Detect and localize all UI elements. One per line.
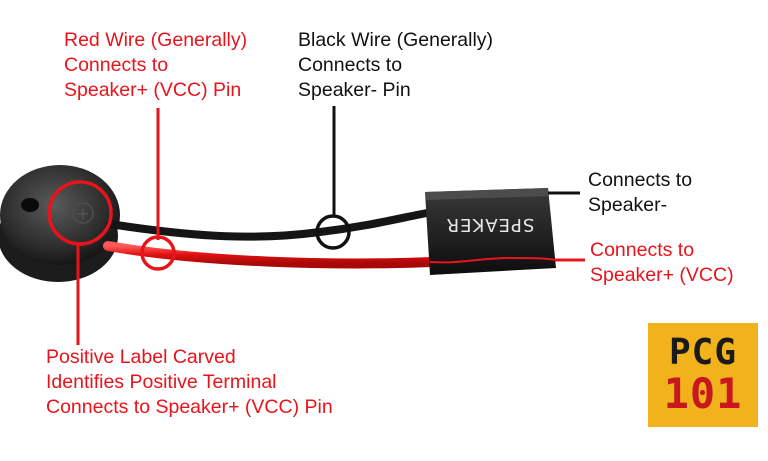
red-end-label: Connects to Speaker+ (VCC) — [590, 238, 734, 288]
pcg101-logo: PCG 101 — [648, 323, 758, 427]
red-wire-highlight — [140, 235, 176, 271]
black-wire-label-line: Connects to — [298, 54, 403, 76]
red-end-label-line: Speaker+ (VCC) — [590, 264, 734, 286]
black-end-label-line: Speaker- — [588, 194, 668, 216]
red-end-label-line: Connects to — [590, 239, 695, 261]
positive-label-caption: Positive Label Carved Identifies Positiv… — [46, 345, 333, 420]
red-wire-label-line: Red Wire (Generally) — [64, 29, 248, 51]
black-wire — [106, 208, 436, 241]
logo-text-top: PCG — [668, 332, 738, 373]
red-wire-label-line: Connects to — [64, 54, 169, 76]
black-wire-label-line: Speaker- Pin — [298, 79, 411, 101]
black-end-label-line: Connects to — [588, 169, 693, 191]
black-end-label: Connects to Speaker- — [588, 168, 692, 218]
positive-symbol-circle — [72, 202, 94, 224]
red-wire-label-line: Speaker+ (VCC) Pin — [64, 79, 242, 101]
positive-label-line: Identifies Positive Terminal — [46, 371, 277, 393]
buzzer-hole — [21, 198, 39, 212]
black-wire-highlight — [315, 214, 351, 250]
black-wire-label-line: Black Wire (Generally) — [298, 29, 494, 51]
connector-label: SPEAKER — [446, 214, 535, 235]
logo-text-bottom: 101 — [663, 369, 743, 418]
connector-plug: SPEAKER — [425, 188, 556, 275]
positive-symbol: + — [76, 204, 89, 223]
red-wire-label: Red Wire (Generally) Connects to Speaker… — [64, 28, 247, 103]
red-end-trace — [429, 256, 557, 264]
connector-body — [425, 188, 556, 275]
positive-label-highlight — [47, 180, 113, 246]
black-wire-label: Black Wire (Generally) Connects to Speak… — [298, 28, 493, 103]
connector-top-edge — [425, 188, 549, 200]
positive-label-line: Positive Label Carved — [46, 346, 236, 368]
buzzer-top — [0, 165, 120, 265]
red-wire — [103, 241, 437, 269]
positive-label-line: Connects to Speaker+ (VCC) Pin — [46, 396, 333, 418]
buzzer: + — [0, 165, 120, 282]
